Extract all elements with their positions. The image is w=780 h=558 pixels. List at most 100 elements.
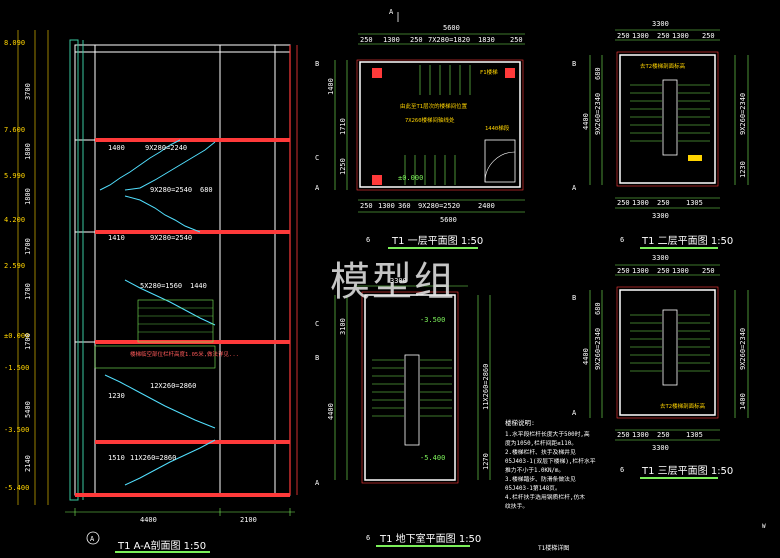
elev-label: -1.500 [4, 364, 29, 372]
dim-label: 9X280=2520 [418, 202, 460, 210]
landing-marker [688, 155, 702, 161]
grid-label: A [315, 479, 320, 487]
top-dim-lines [358, 33, 525, 45]
dim-label: 3100 [339, 318, 347, 335]
column [505, 68, 515, 78]
grid-label: A [572, 184, 577, 192]
level-mark: ±0.000 [398, 174, 423, 182]
grid-bubble [86, 531, 100, 545]
landing-hatch-lines [138, 307, 213, 333]
grid-label: B [315, 60, 319, 68]
top-dim-lines [615, 29, 720, 41]
note-line: 05J403-1第148页。 [505, 484, 561, 492]
dim-label: 250 [360, 36, 373, 44]
column [372, 175, 382, 185]
stair-run-label: 9X280=2240 [145, 144, 187, 152]
plan-note: 1440梯段 [485, 124, 510, 132]
section-title: T1 A-A剖面图 1:50 [117, 539, 206, 552]
bottom-dim-lines [65, 508, 295, 516]
dim-label: 1700 [24, 283, 32, 300]
plan-walls [359, 61, 521, 188]
plan-title: T1 地下室平面图 1:50 [379, 532, 481, 545]
side-dim-lines [334, 60, 348, 190]
elev-label: 4.200 [4, 216, 25, 224]
dim-label: 4400 [582, 348, 590, 365]
grid-label: B [315, 354, 319, 362]
stair-well [662, 309, 678, 386]
note-line: 推力不小于1.0KN/m。 [505, 466, 564, 474]
plan-wall-outer [356, 59, 524, 191]
level-mark: -3.500 [420, 316, 445, 324]
section-note: 楼梯临空部位栏杆高度1.05米,做法详见... [130, 350, 239, 358]
grid-label: 6 [620, 236, 624, 244]
grid-label: B [572, 60, 576, 68]
dim-label: 9X260=2340 [739, 93, 747, 135]
dim-label: 250 [702, 32, 715, 40]
bottom-dim-lines [358, 199, 525, 213]
column [372, 68, 382, 78]
note-line: 05J403-1(双层下楼梯),栏杆水平 [505, 457, 596, 465]
plan-wall-outer [361, 291, 459, 484]
corner-mark: W [762, 523, 766, 530]
plan-first-floor: A 5600 250 1300 250 7X280=1820 1830 250 … [315, 8, 525, 249]
elevation-labels: 8.090 7.600 5.990 4.200 2.590 ±0.000 -1.… [4, 39, 29, 492]
plan-note: 去T2楼梯剖面标高 [660, 402, 706, 410]
dim-label: 7X280=1820 [428, 36, 470, 44]
plan-basement: 3300 -3.500 -5.400 C B A 3100 4400 11X26… [315, 277, 491, 547]
dim-label: 1300 [383, 36, 400, 44]
dim-label: 1700 [24, 238, 32, 255]
dim-label: 680 [594, 67, 602, 80]
dim-label: 1230 [108, 392, 125, 400]
plan-third-floor: 3300 250 1300 250 1300 250 去T2楼梯剖面标高 B A… [572, 254, 749, 479]
grid-label: C [315, 320, 319, 328]
stair-run-label: 9X280=2540 [150, 234, 192, 242]
dim-label: 250 [657, 431, 670, 439]
grid-label: B [572, 294, 576, 302]
grid-label: 6 [366, 236, 370, 244]
stair-well [662, 79, 678, 156]
dim-label: 1830 [478, 36, 495, 44]
elev-label: 5.990 [4, 172, 25, 180]
dim-label: 1250 [339, 158, 347, 175]
elev-label: -5.400 [4, 484, 29, 492]
dim-label: 1300 [378, 202, 395, 210]
dim-label: 11X260=2860 [482, 364, 490, 410]
dim-label: 1305 [686, 199, 703, 207]
dim-label: 3300 [390, 277, 407, 285]
dim-label: 1400 [327, 78, 335, 95]
plan-note: 去T2楼梯剖面标高 [640, 62, 686, 70]
dim-label: 9X260=2340 [739, 328, 747, 370]
dim-label: 250 [657, 32, 670, 40]
dim-label: 3300 [652, 212, 669, 220]
plan-title: T1 二层平面图 1:50 [641, 235, 733, 247]
dim-label: 250 [702, 267, 715, 275]
stair-landing-hatch [137, 299, 214, 343]
side-dim-lines [334, 295, 491, 480]
stair-landing-hatch [94, 345, 216, 369]
dim-label: 3300 [652, 20, 669, 28]
stair-treads [630, 314, 710, 372]
dim-label: 250 [510, 36, 523, 44]
side-dim-lines [589, 55, 749, 185]
dim-label: 250 [657, 199, 670, 207]
left-dim-values: 3700 1800 1800 1700 1700 1700 5400 2140 [24, 83, 32, 472]
dim-label: 1300 [632, 431, 649, 439]
top-dim-lines [615, 264, 720, 276]
bottom-dim-lines [615, 429, 720, 441]
left-dimension-chain [17, 30, 49, 505]
dim-label: 250 [617, 267, 630, 275]
stair-well [404, 354, 420, 446]
dim-label: 1300 [632, 267, 649, 275]
grid-label: C [315, 154, 319, 162]
level-mark: -5.400 [420, 454, 445, 462]
dim-label: 1410 [108, 234, 125, 242]
dim-label: 2140 [24, 455, 32, 472]
dim-label: 1300 [632, 199, 649, 207]
note-line: 度为1050,栏杆间距≤110。 [505, 439, 577, 447]
dim-label: 1510 [108, 454, 125, 462]
grid-label: A [389, 8, 394, 16]
dim-label: 5600 [443, 24, 460, 32]
dim-label: 4400 [582, 113, 590, 130]
dim-label: 1300 [672, 267, 689, 275]
